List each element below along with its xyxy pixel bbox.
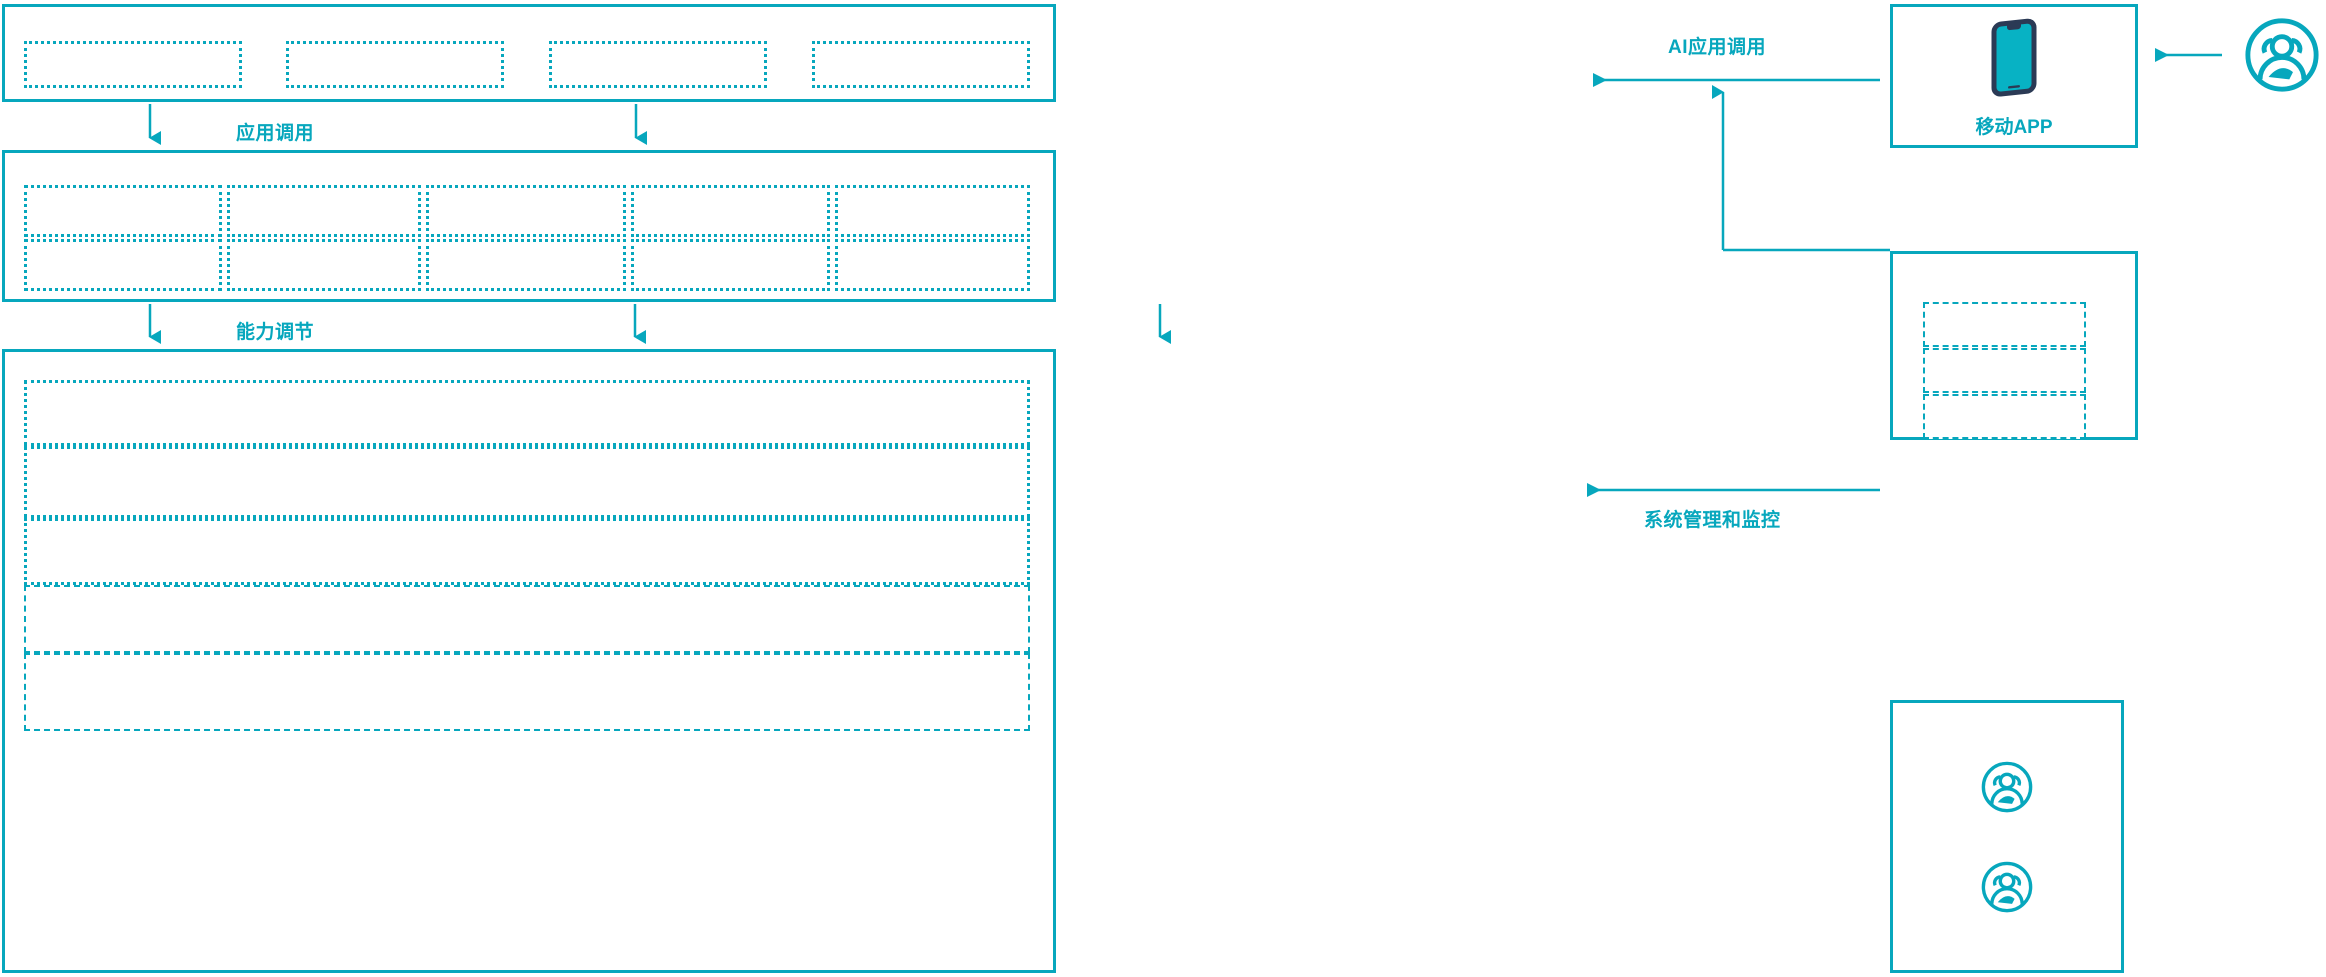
application-layer-cell[interactable]	[812, 41, 1030, 88]
people-group-icon	[2243, 16, 2321, 94]
infrastructure-layer-row[interactable]	[24, 380, 1030, 446]
operations-panel-node	[1890, 700, 2124, 973]
end-user-actor[interactable]	[2243, 16, 2321, 94]
application-layer-cell[interactable]	[286, 41, 504, 88]
mobile-app-node[interactable]: 移动APP	[1890, 4, 2138, 148]
people-group-icon	[1980, 860, 2034, 914]
capability-layer-cell[interactable]	[227, 185, 421, 237]
capability-layer-cell[interactable]	[631, 185, 830, 237]
capability-layer-cell[interactable]	[835, 185, 1030, 237]
flow-label-capability-tune: 能力调节	[236, 322, 315, 343]
capability-layer-cell[interactable]	[426, 239, 626, 291]
arrow-ai-app-call	[1593, 73, 1890, 252]
flow-label-app-call: 应用调用	[236, 123, 315, 144]
capability-layer-cell[interactable]	[426, 185, 626, 237]
capability-layer-cell[interactable]	[24, 185, 222, 237]
people-group-icon	[1980, 760, 2034, 814]
capability-layer-cell[interactable]	[835, 239, 1030, 291]
channel-panel-cell[interactable]	[1923, 348, 2086, 393]
mobile-app-label: 移动APP	[1975, 116, 2053, 138]
infrastructure-layer-row[interactable]	[24, 653, 1030, 731]
channel-panel-cell[interactable]	[1923, 302, 2086, 347]
infrastructure-layer-row[interactable]	[24, 585, 1030, 653]
capability-layer-cell[interactable]	[227, 239, 421, 291]
application-layer-cell[interactable]	[24, 41, 242, 88]
channel-panel-cell[interactable]	[1923, 394, 2086, 439]
smartphone-icon	[1982, 14, 2046, 98]
flow-label-ai-app-call: AI应用调用	[1668, 37, 1767, 58]
flow-label-sys-admin: 系统管理和监控	[1644, 510, 1781, 531]
capability-layer-cell[interactable]	[631, 239, 830, 291]
application-layer-cell[interactable]	[549, 41, 767, 88]
infrastructure-layer-row[interactable]	[24, 518, 1030, 585]
infrastructure-layer-row[interactable]	[24, 446, 1030, 518]
arrow-app-call	[148, 104, 647, 145]
capability-layer-cell[interactable]	[24, 239, 222, 291]
